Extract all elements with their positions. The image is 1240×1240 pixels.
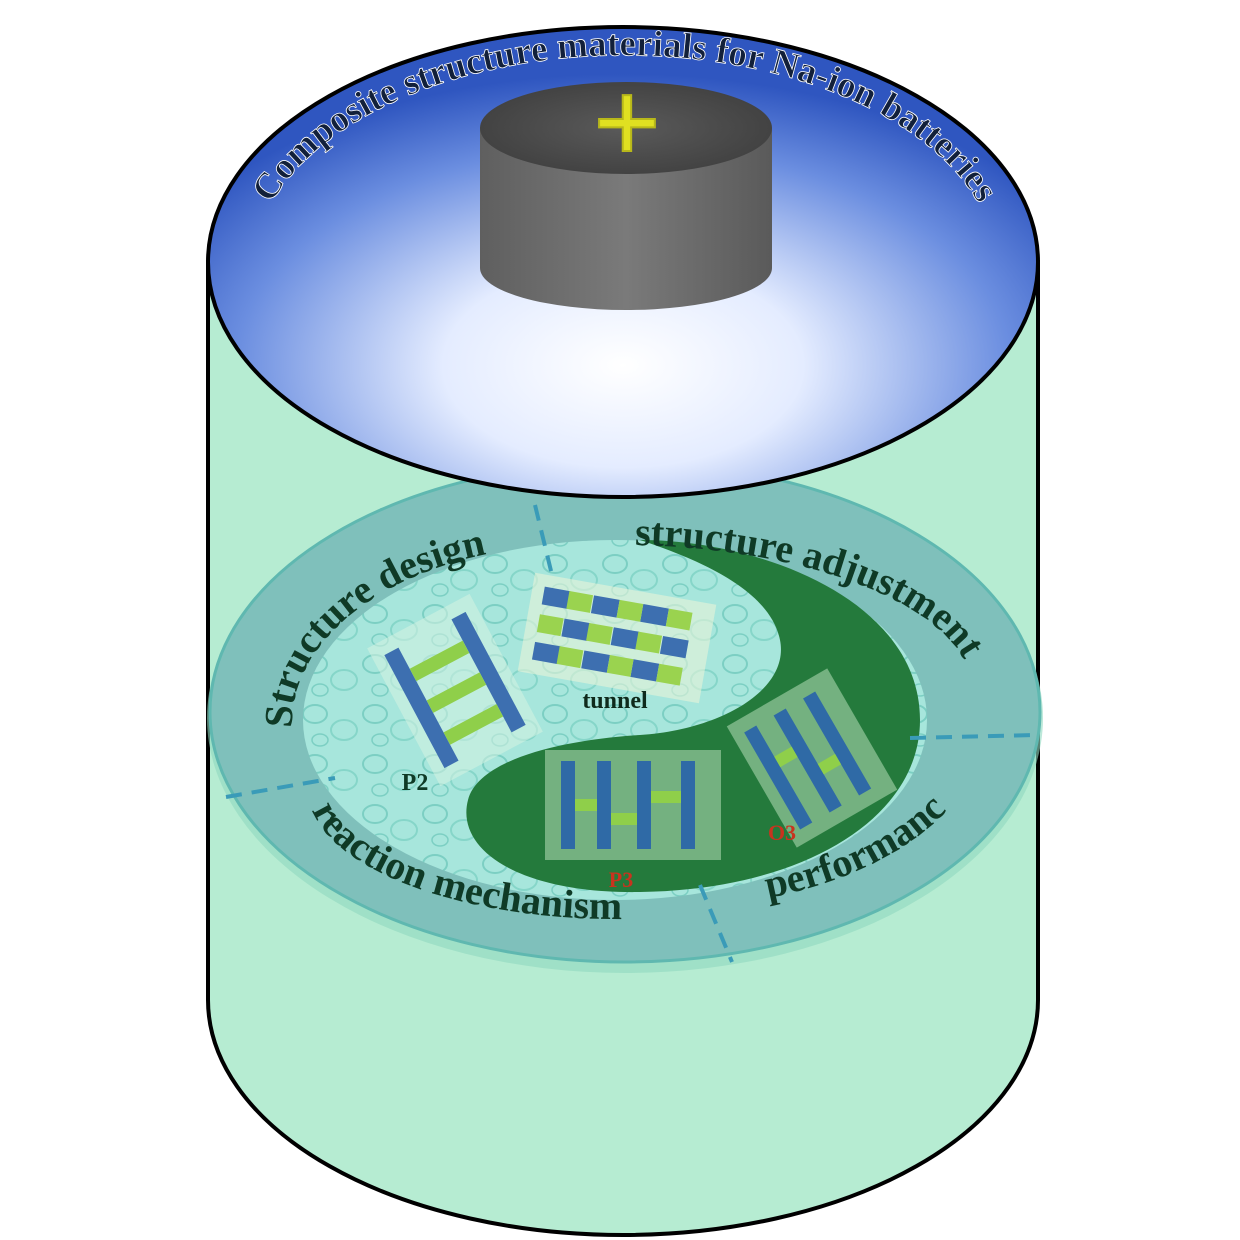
structure-label-p3: P3: [609, 867, 633, 892]
structure-label-o3: O3: [768, 820, 796, 845]
structure-label-tunnel: tunnel: [582, 688, 648, 714]
o3-structure-icon: [726, 668, 898, 848]
tunnel-structure-icon: [517, 572, 717, 704]
structure-label-p2: P2: [402, 770, 429, 796]
section-dividers: [225, 504, 1037, 963]
p2-structure-icon: [367, 593, 543, 787]
p3-structure-icon: [545, 750, 721, 860]
plus-icon: +: [593, 56, 661, 189]
inner-disk: [207, 460, 1043, 973]
positive-terminal: +: [480, 55, 772, 310]
